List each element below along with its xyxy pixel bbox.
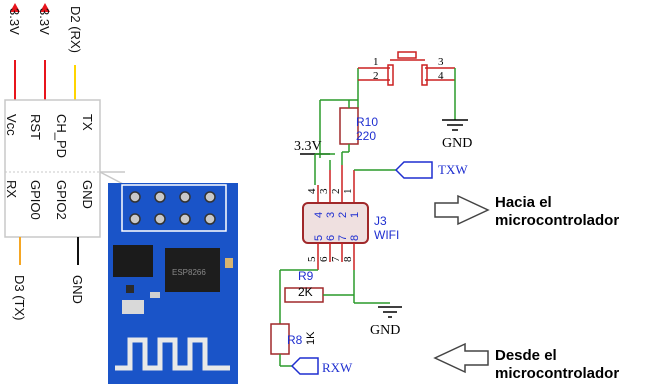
r9-name: R9 <box>298 269 314 283</box>
label-d2-rx: D2 (RX) <box>68 6 83 53</box>
connector-j3 <box>302 202 369 244</box>
chip-label: ESP8266 <box>172 268 206 277</box>
rxw-label: RXW <box>322 360 353 375</box>
pin-rx: RX <box>4 180 19 199</box>
note-from-mcu-line2: microcontrolador <box>495 365 620 382</box>
note-from-mcu-line1: Desde el <box>495 347 557 364</box>
pin-num-3: 3 <box>318 188 330 194</box>
pin-num-1: 1 <box>342 189 354 195</box>
pin-num-2: 2 <box>330 189 342 195</box>
header-bottom-pins <box>317 243 355 270</box>
vcc-label: 3.3V <box>294 139 322 154</box>
txw-flag <box>394 161 433 179</box>
pin-num-6: 6 <box>318 256 330 262</box>
r8-value: 1K <box>305 331 317 345</box>
pin-num-4: 4 <box>306 188 318 194</box>
j3-inner-6: 6 <box>325 235 337 241</box>
arrow-left-icon <box>433 342 489 374</box>
pin-num-7: 7 <box>330 256 342 262</box>
pin-rst: RST <box>28 114 43 140</box>
arrow-right-icon <box>434 194 490 226</box>
txw-label: TXW <box>438 162 468 177</box>
header-pins <box>129 191 216 225</box>
flash-chip <box>113 245 153 277</box>
r10-value: 220 <box>356 129 376 143</box>
pin-gpio0: GPIO0 <box>28 180 43 220</box>
j3-inner-5: 5 <box>313 235 325 241</box>
label-3v3-a: 3.3V <box>7 8 22 35</box>
pin-num-5: 5 <box>306 256 318 262</box>
pin-tx: TX <box>80 114 95 131</box>
esp8266-chip <box>165 248 220 292</box>
j3-desc: WIFI <box>374 228 399 242</box>
crystal <box>122 300 144 314</box>
esp01-module: ESP8266 <box>4 3 238 384</box>
gnd-label-top: GND <box>442 136 472 151</box>
label-gnd-bottom: GND <box>70 275 85 304</box>
pin-ch-pd: CH_PD <box>54 114 69 159</box>
j3-name: J3 <box>374 214 387 228</box>
pin-gpio2: GPIO2 <box>54 180 69 220</box>
pcb-antenna <box>115 337 230 371</box>
note-to-mcu-line2: microcontrolador <box>495 212 620 229</box>
button-pin-4: 4 <box>438 70 444 82</box>
rxw-flag <box>290 357 319 375</box>
label-d3-tx: D3 (TX) <box>12 275 27 321</box>
wire-3v3-a <box>10 3 20 100</box>
note-from-mcu: Desde el microcontrolador <box>495 347 619 383</box>
r8-name: R8 <box>287 333 303 347</box>
j3-inner-4: 4 <box>313 212 325 218</box>
pin-socket <box>121 184 227 232</box>
j3-inner-1: 1 <box>349 212 361 218</box>
note-to-mcu: Hacia el microcontrolador <box>495 194 619 230</box>
pin-vcc: Vcc <box>4 114 19 136</box>
button-pin-3: 3 <box>438 56 444 68</box>
button-pin-2: 2 <box>373 70 379 82</box>
j3-inner-3: 3 <box>325 212 337 218</box>
schematic: 1 2 3 4 GND R10 220 3.3V <box>270 51 472 375</box>
button-pin-1: 1 <box>373 56 379 68</box>
r10-name: R10 <box>356 115 378 129</box>
note-to-mcu-line1: Hacia el <box>495 194 552 211</box>
ground-symbol-top <box>442 119 468 131</box>
j3-inner-8: 8 <box>349 235 361 241</box>
r9-value: 2K <box>298 285 313 299</box>
gnd-label-bottom: GND <box>370 323 400 338</box>
j3-inner-2: 2 <box>337 212 349 218</box>
label-3v3-b: 3.3V <box>37 8 52 35</box>
warning-arrow-icon <box>10 3 20 12</box>
j3-inner-7: 7 <box>337 235 349 241</box>
push-button: 1 2 3 4 <box>357 51 455 100</box>
wire-3v3-b <box>40 3 50 100</box>
pin-gnd: GND <box>80 180 95 209</box>
ground-symbol-bottom <box>378 306 402 318</box>
pin-num-8: 8 <box>342 256 354 262</box>
pin-header-box <box>4 99 101 238</box>
header-top-pins <box>317 165 355 203</box>
warning-arrow-icon <box>40 3 50 12</box>
